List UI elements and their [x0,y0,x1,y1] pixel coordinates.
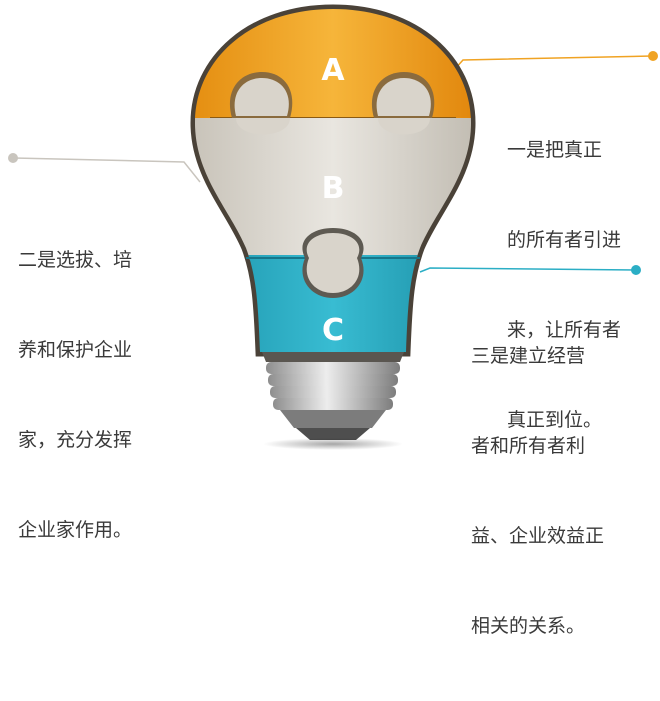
callout-a-line: 一是把真正 [507,139,603,161]
callout-c-line: 益、企业效益正 [471,525,605,547]
callout-c-line: 三是建立经营 [471,345,586,367]
segment-a: A [195,9,471,120]
callout-a-line: 来，让所有者 [507,319,622,341]
leader-lines [8,51,658,275]
callout-b: 二是选拔、培 养和保护企业 家，充分发挥 企业家作用。 [18,185,132,605]
callout-a-line: 真正到位。 [507,409,603,431]
callout-b-line: 企业家作用。 [18,519,133,541]
callout-dot-a [648,51,658,61]
callout-a-line: 的所有者引进 [507,229,622,251]
bulb-illustration: A B C [8,0,658,450]
segment-letter-a: A [321,53,345,88]
callout-a: 一是把真正 的所有者引进 来，让所有者 真正到位。 [507,75,621,495]
callout-c-line: 者和所有者利 [471,435,586,457]
callout-b-line: 二是选拔、培 [18,249,133,271]
segment-b: B [195,118,471,260]
leader-line-b [13,157,201,183]
bulb-puzzle-infographic: A B C 一是把真正 [8,0,658,637]
callout-b-line: 家，充分发挥 [18,429,133,451]
segment-letter-c: C [322,313,344,348]
callout-dot-c [631,265,641,275]
callout-c-line: 相关的关系。 [471,615,586,637]
callout-dot-b [8,153,18,163]
segment-c: C [195,228,471,352]
callout-c: 三是建立经营 者和所有者利 益、企业效益正 相关的关系。 [471,281,604,701]
segment-letter-b: B [322,171,345,206]
leader-line-c [419,267,637,273]
screw-base [262,352,404,450]
callout-b-line: 养和保护企业 [18,339,133,361]
